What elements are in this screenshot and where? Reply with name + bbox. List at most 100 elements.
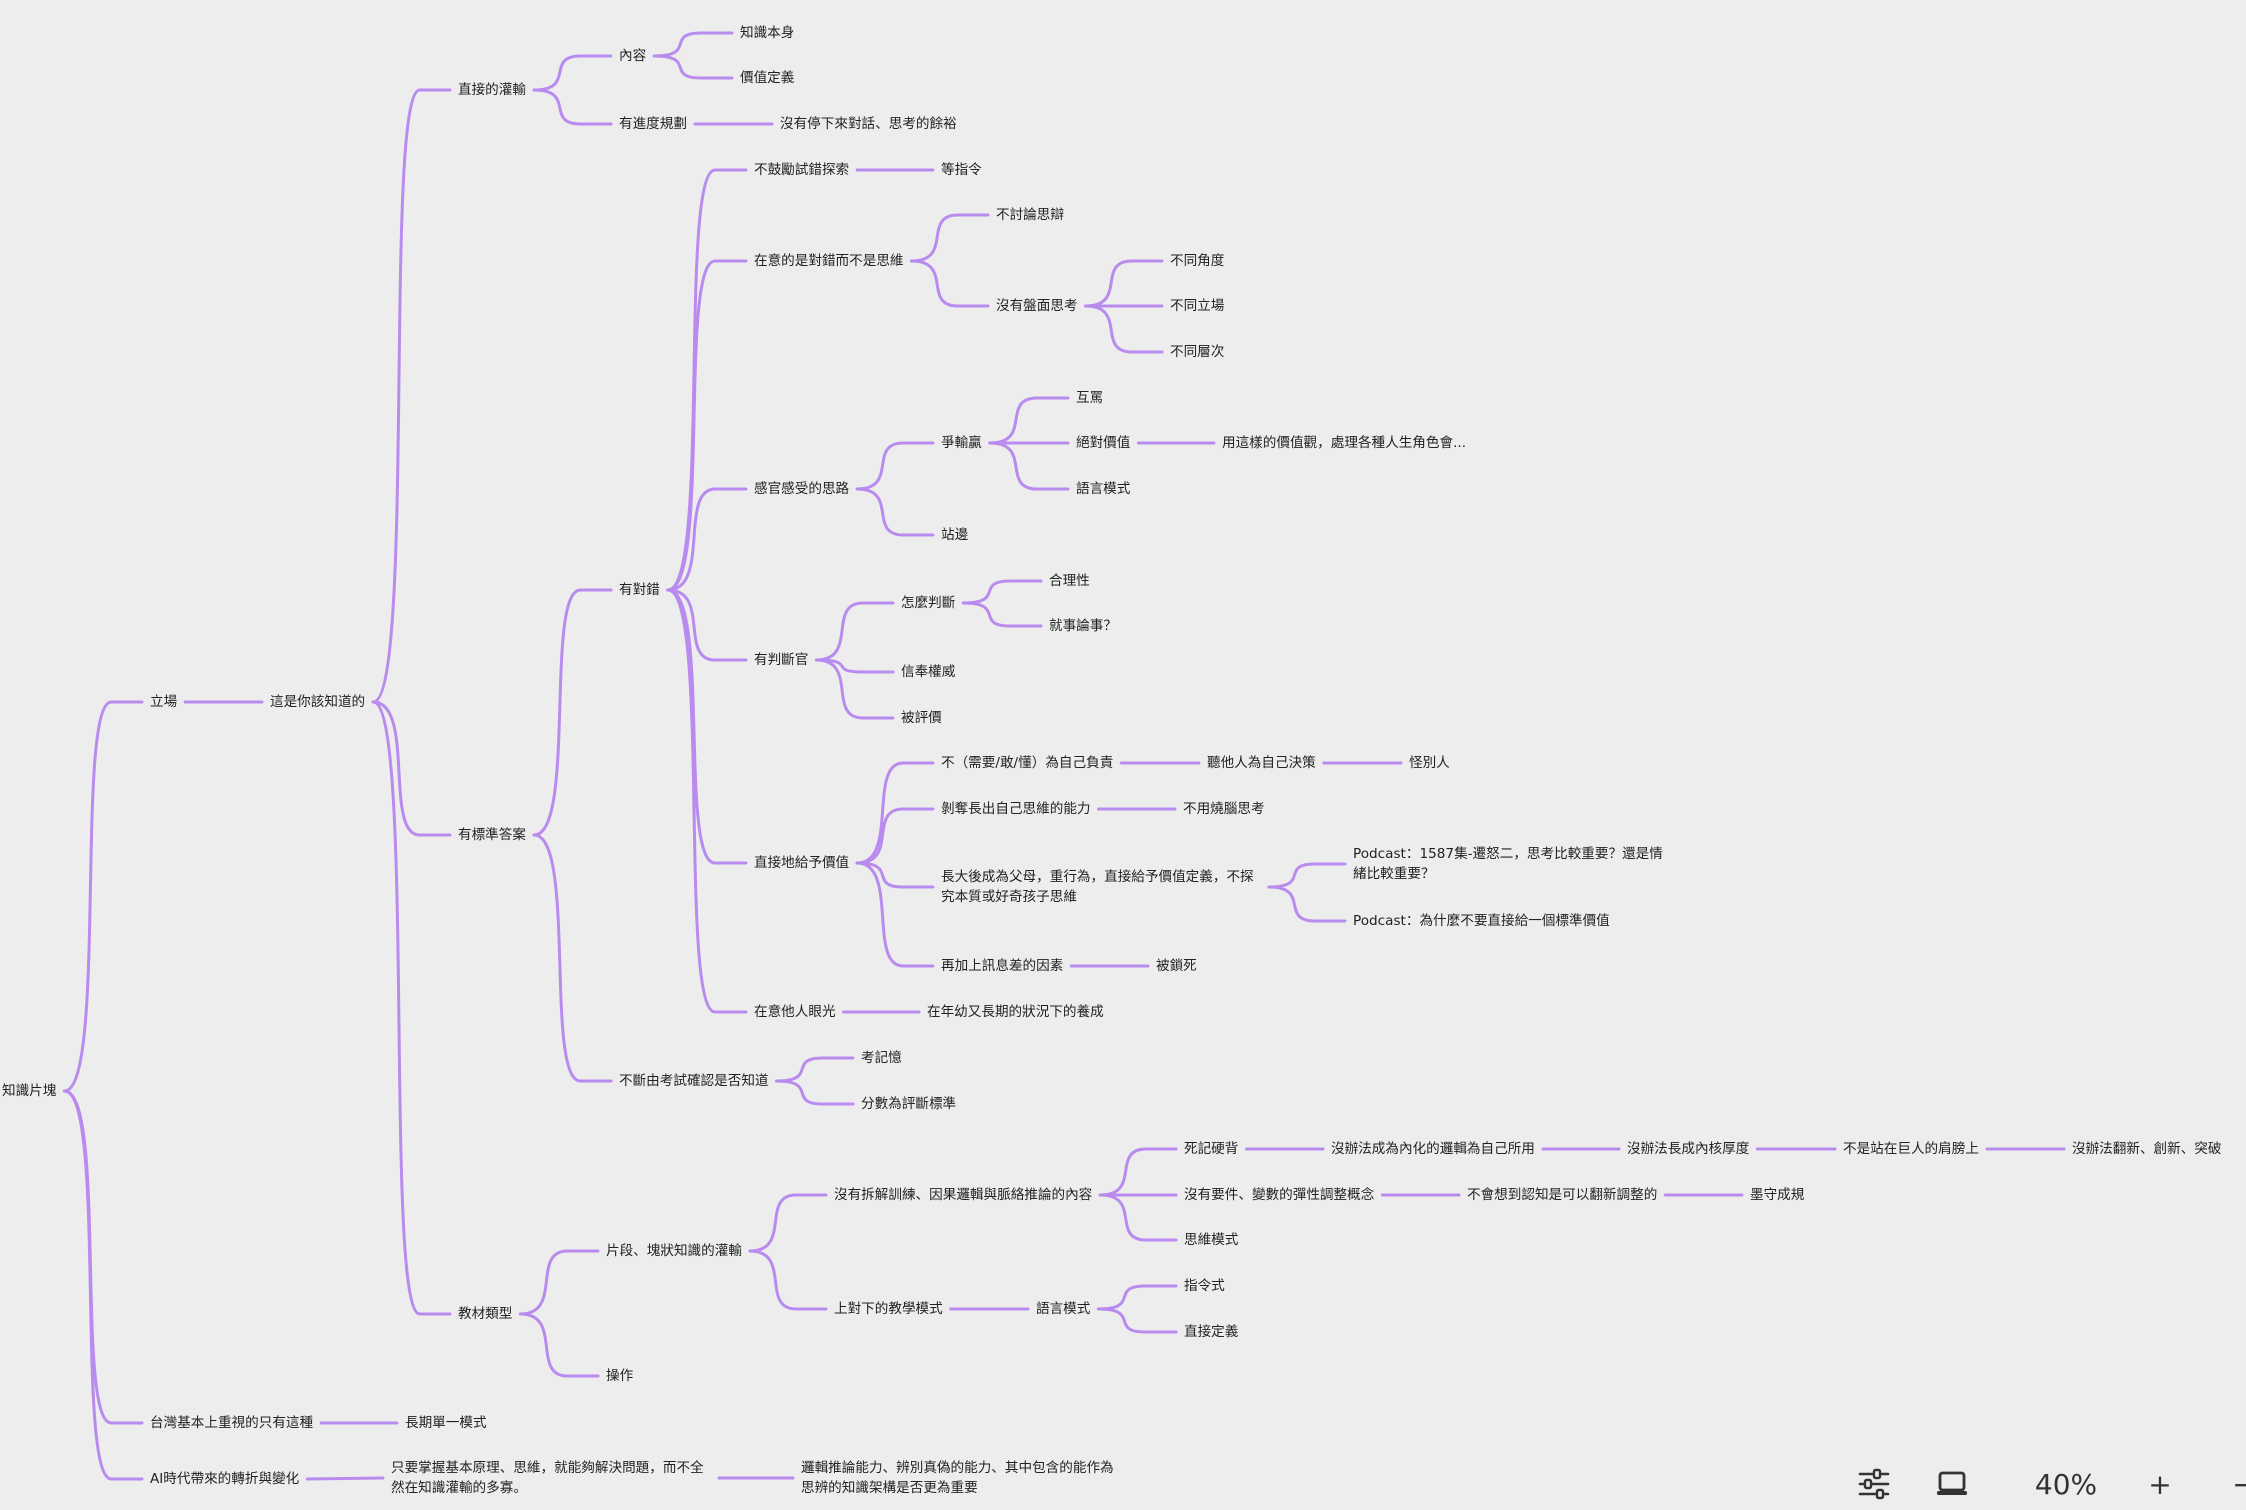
node-n53[interactable]: 沒辦法長成內核厚度 [1627, 1141, 1750, 1157]
connector-n61-n63 [1096, 1307, 1178, 1334]
connector-n32-n38 [855, 861, 935, 889]
node-n28[interactable]: 合理性 [1049, 573, 1090, 589]
node-n14[interactable]: 不討論思辯 [996, 207, 1064, 223]
node-n12[interactable]: 等指令 [941, 162, 982, 178]
node-n50[interactable]: 沒有拆解訓練、因果邏輯與脈絡推論的內容 [834, 1187, 1093, 1203]
node-n60[interactable]: 上對下的教學模式 [834, 1301, 943, 1317]
node-n5[interactable]: 知識本身 [740, 25, 795, 41]
connector-n2-n9 [371, 700, 452, 837]
node-n38[interactable]: 長大後成為父母，重行為，直接給予價值定義，不探究本質或好奇孩子思維 [941, 869, 1254, 905]
node-n41[interactable]: 再加上訊息差的因素 [941, 958, 1064, 974]
connector-n9-n45 [532, 833, 613, 1083]
node-n36[interactable]: 剝奪長出自己思維的能力 [941, 801, 1091, 817]
connector-n13-n14 [910, 213, 990, 263]
node-n16[interactable]: 不同角度 [1170, 253, 1225, 269]
node-n52[interactable]: 沒辦法成為內化的邏輯為自己所用 [1331, 1141, 1535, 1157]
node-n24[interactable]: 語言模式 [1076, 481, 1131, 497]
node-n49[interactable]: 片段、塊狀知識的灌輸 [606, 1243, 742, 1259]
connector-n9-n10 [532, 588, 613, 837]
node-n37[interactable]: 不用燒腦思考 [1183, 801, 1265, 817]
zoom-level[interactable]: 40% [2034, 1467, 2098, 1501]
node-n4[interactable]: 內容 [619, 48, 647, 64]
node-n61[interactable]: 語言模式 [1036, 1301, 1091, 1317]
node-n68[interactable]: 只要掌握基本原理、思維，就能夠解決問題，而不全然在知識灌輸的多寡。 [391, 1460, 704, 1496]
connector-n32-n41 [855, 861, 935, 968]
node-n39[interactable]: Podcast：1587集-遷怒二，思考比較重要？還是情緒比較重要？ [1353, 846, 1663, 882]
node-n59[interactable]: 思維模式 [1184, 1232, 1239, 1248]
connector-n61-n62 [1096, 1284, 1178, 1311]
node-n2[interactable]: 這是你該知道的 [270, 694, 366, 710]
connector-n10-n11 [666, 168, 748, 592]
node-n1[interactable]: 立場 [150, 694, 178, 710]
node-n15[interactable]: 沒有盤面思考 [996, 298, 1078, 314]
node-n18[interactable]: 不同層次 [1170, 344, 1225, 360]
node-n62[interactable]: 指令式 [1184, 1278, 1225, 1294]
node-n13[interactable]: 在意的是對錯而不是思維 [754, 253, 904, 269]
node-n69[interactable]: 邏輯推論能力、辨別真偽的能力、其中包含的能作為思辨的知識架構是否更為重要 [801, 1460, 1114, 1496]
node-n10[interactable]: 有對錯 [619, 582, 660, 598]
node-n45[interactable]: 不斷由考試確認是否知道 [619, 1073, 769, 1089]
node-n65[interactable]: 台灣基本上重視的只有這種 [150, 1415, 314, 1431]
connector-n4-n6 [652, 54, 734, 80]
node-n21[interactable]: 互罵 [1076, 390, 1104, 406]
node-n11[interactable]: 不鼓勵試錯探索 [754, 162, 850, 178]
connector-root-n1 [62, 700, 144, 1093]
node-n56[interactable]: 沒有要件、變數的彈性調整概念 [1184, 1187, 1375, 1203]
node-n43[interactable]: 在意他人眼光 [754, 1004, 836, 1020]
node-n64[interactable]: 操作 [606, 1368, 634, 1384]
node-n32[interactable]: 直接地給予價值 [754, 855, 850, 871]
node-n27[interactable]: 怎麼判斷 [901, 595, 956, 611]
node-n46[interactable]: 考記憶 [861, 1050, 902, 1066]
connector-n38-n39 [1267, 862, 1347, 889]
node-n42[interactable]: 被鎖死 [1156, 958, 1197, 974]
node-n6[interactable]: 價值定義 [740, 70, 795, 86]
connector-n10-n19 [666, 487, 748, 592]
node-n3[interactable]: 直接的灌輸 [458, 82, 526, 98]
node-n44[interactable]: 在年幼又長期的狀況下的養成 [927, 1004, 1104, 1020]
connector-root-n65 [62, 1089, 144, 1425]
mindmap-root[interactable]: 知識片塊 [2, 1083, 57, 1099]
connector-n26-n30 [814, 658, 895, 674]
node-n7[interactable]: 有進度規劃 [619, 116, 687, 132]
node-n63[interactable]: 直接定義 [1184, 1324, 1239, 1340]
node-n25[interactable]: 站邊 [941, 527, 969, 543]
zoom-out-button[interactable]: − [2232, 1467, 2246, 1501]
connector-n67-n68 [305, 1476, 385, 1481]
node-n57[interactable]: 不會想到認知是可以翻新調整的 [1467, 1187, 1658, 1203]
node-n66[interactable]: 長期單一模式 [405, 1415, 487, 1431]
node-n40[interactable]: Podcast：為什麼不要直接給一個標準價值 [1353, 913, 1610, 929]
node-n54[interactable]: 不是站在巨人的肩膀上 [1843, 1141, 1979, 1157]
node-n55[interactable]: 沒辦法翻新、創新、突破 [2072, 1141, 2222, 1157]
node-n67[interactable]: AI時代帶來的轉折與變化 [150, 1471, 300, 1487]
node-n29[interactable]: 就事論事？ [1049, 618, 1117, 634]
node-n17[interactable]: 不同立場 [1170, 298, 1225, 314]
node-n48[interactable]: 教材類型 [458, 1306, 513, 1322]
connector-n32-n36 [855, 807, 935, 865]
connector-n49-n50 [748, 1193, 828, 1253]
node-n30[interactable]: 信奉權威 [901, 664, 956, 680]
node-n23[interactable]: 用這樣的價值觀，處理各種人生角色會... [1222, 435, 1467, 451]
node-n31[interactable]: 被評價 [901, 710, 942, 726]
node-n58[interactable]: 墨守成規 [1750, 1187, 1805, 1203]
node-n47[interactable]: 分數為評斷標準 [861, 1096, 957, 1112]
node-n8[interactable]: 沒有停下來對話、思考的餘裕 [780, 116, 957, 132]
zoom-in-button[interactable]: + [2148, 1467, 2172, 1501]
connector-n27-n28 [961, 579, 1043, 605]
node-n9[interactable]: 有標準答案 [458, 827, 526, 843]
node-n19[interactable]: 感官感受的思路 [754, 481, 850, 497]
connector-n15-n16 [1084, 259, 1164, 308]
node-n22[interactable]: 絕對價值 [1076, 435, 1131, 451]
node-n20[interactable]: 爭輸贏 [941, 435, 982, 451]
node-n51[interactable]: 死記硬背 [1184, 1141, 1239, 1157]
connector-n10-n43 [666, 588, 748, 1014]
view-button[interactable] [1924, 1458, 1980, 1510]
settings-button[interactable] [1846, 1458, 1902, 1510]
connector-n45-n47 [775, 1079, 855, 1106]
node-n35[interactable]: 怪別人 [1409, 755, 1450, 771]
connector-n10-n26 [666, 588, 748, 662]
node-n33[interactable]: 不（需要/敢/懂）為自己負責 [941, 755, 1114, 771]
connector-n20-n21 [988, 396, 1070, 445]
node-n26[interactable]: 有判斷官 [754, 652, 809, 668]
node-n34[interactable]: 聽他人為自己決策 [1207, 755, 1316, 771]
connector-n13-n15 [910, 259, 990, 308]
